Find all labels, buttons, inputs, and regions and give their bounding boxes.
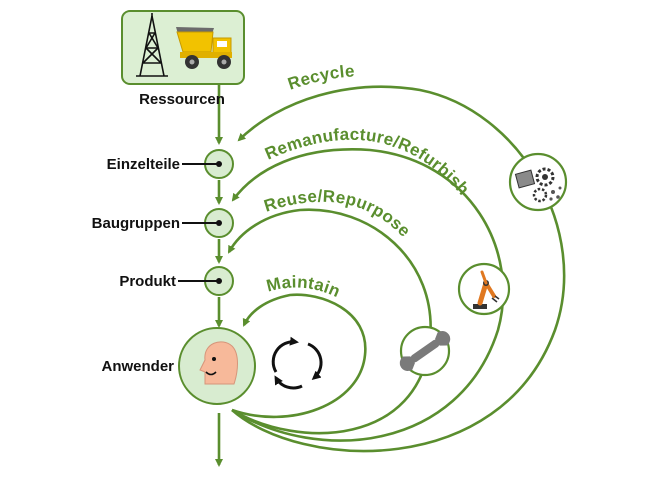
robot-arm-icon [473, 270, 500, 309]
node-produkt [178, 266, 234, 296]
label-baugruppen: Baugruppen [92, 215, 180, 232]
dump-truck-icon [176, 27, 232, 69]
gears-icon [514, 167, 562, 203]
node-anwender [178, 327, 256, 405]
wrench-icon-badge [399, 325, 451, 377]
label-ressourcen: Ressourcen [139, 91, 225, 108]
robot-arm-icon-badge [457, 262, 511, 316]
cycle-arrows-icon [271, 336, 323, 390]
node-baugruppen [182, 208, 234, 238]
recycle-loop-arrow [231, 85, 566, 453]
label-anwender: Anwender [101, 358, 174, 375]
label-maintain: Maintain [265, 272, 344, 301]
gears-icon-badge [508, 152, 568, 212]
label-einzelteile: Einzelteile [107, 156, 180, 173]
oil-derrick-icon [136, 13, 168, 77]
reuse-loop-arrow [227, 208, 432, 435]
remanufacture-loop-arrow [231, 148, 505, 442]
maintain-loop-arrow [231, 293, 367, 419]
label-produkt: Produkt [119, 273, 176, 290]
node-einzelteile [182, 149, 234, 179]
resources-box [121, 10, 245, 85]
wrench-icon [399, 330, 451, 372]
face-icon [199, 341, 238, 385]
label-remanufacture: Remanufacture/Refurbish [262, 125, 473, 199]
